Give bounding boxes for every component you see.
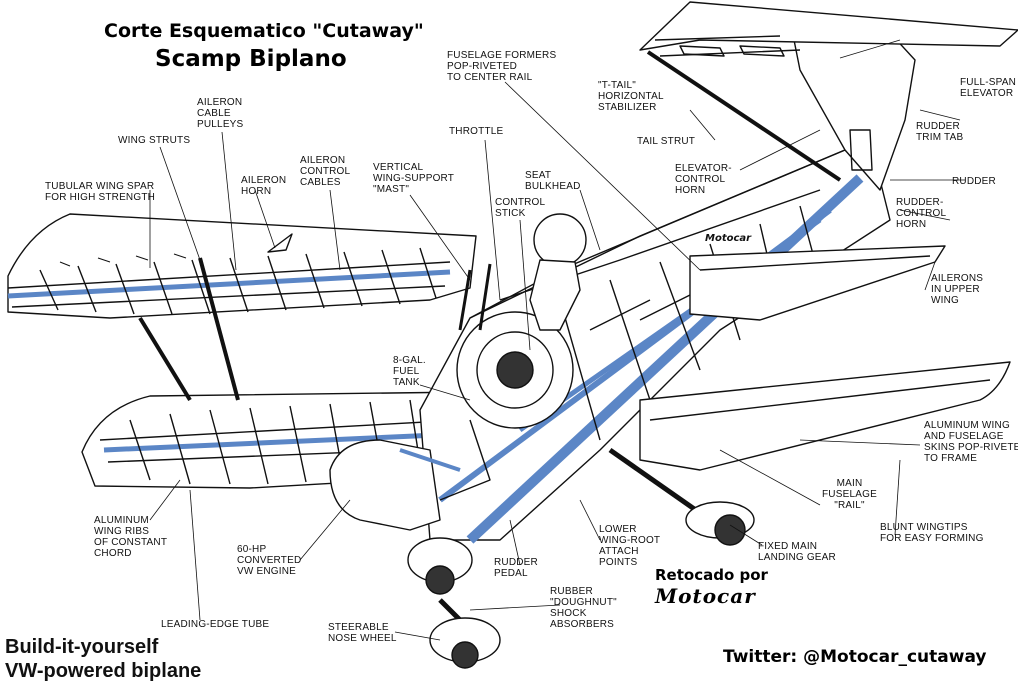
label-elevator-horn: ELEVATOR- CONTROL HORN — [675, 163, 732, 196]
label-nose-wheel: STEERABLE NOSE WHEEL — [328, 622, 397, 644]
label-aileron-control-cables: AILERON CONTROL CABLES — [300, 155, 351, 188]
label-shock-absorbers: RUBBER "DOUGHNUT" SHOCK ABSORBERS — [550, 586, 617, 630]
aileron-horn-drawing — [267, 233, 293, 253]
tail-assembly — [639, 1, 1018, 191]
label-landing-gear: FIXED MAIN LANDING GEAR — [758, 541, 836, 563]
engine-cowl — [329, 311, 574, 531]
label-wing-struts: WING STRUTS — [118, 135, 191, 146]
twitter-handle: Twitter: @Motocar_cutaway — [723, 647, 987, 667]
vertical-mast — [458, 263, 492, 331]
label-main-rail: MAIN FUSELAGE "RAIL" — [822, 478, 877, 511]
label-leading-edge-tube: LEADING-EDGE TUBE — [161, 619, 270, 630]
label-tubular-spar: TUBULAR WING SPAR FOR HIGH STRENGTH — [45, 181, 156, 203]
label-fuel-tank: 8-GAL. FUEL TANK — [393, 355, 426, 388]
label-aluminum-skins: ALUMINUM WING AND FUSELAGE SKINS POP-RIV… — [924, 420, 1018, 464]
wing-watermark: Motocar — [705, 233, 752, 244]
label-fuselage-formers: FUSELAGE FORMERS POP-RIVETED TO CENTER R… — [447, 50, 557, 83]
label-rudder: RUDDER — [952, 176, 996, 187]
retouched-credit: Retocado por — [655, 566, 768, 584]
upper-right-wing — [689, 245, 946, 321]
label-full-span-elevator: FULL-SPAN ELEVATOR — [960, 77, 1017, 99]
label-rudder-pedal: RUDDER PEDAL — [494, 557, 538, 579]
label-lower-wing-root: LOWER WING-ROOT ATTACH POINTS — [599, 524, 661, 568]
label-aileron-horn: AILERON HORN — [241, 175, 287, 197]
label-rudder-horn: RUDDER- CONTROL HORN — [896, 197, 947, 230]
title-line-1: Corte Esquematico "Cutaway" — [104, 20, 424, 42]
signature-logo: Motocar — [655, 584, 756, 608]
label-vw-engine: 60-HP CONVERTED VW ENGINE — [237, 544, 302, 577]
landing-gear — [407, 447, 755, 669]
label-tail-strut: TAIL STRUT — [637, 136, 696, 147]
label-rudder-trim-tab: RUDDER TRIM TAB — [916, 121, 964, 143]
lower-right-wing — [639, 361, 1011, 471]
upper-left-wing — [7, 213, 477, 319]
leader-lines — [149, 39, 965, 641]
tagline-line-1: Build-it-yourself — [5, 636, 159, 658]
label-ailerons-upper-wing: AILERONS IN UPPER WING — [931, 273, 984, 306]
label-throttle: THROTTLE — [449, 126, 504, 137]
tagline-line-2: VW-powered biplane — [5, 660, 202, 682]
label-seat-bulkhead: SEAT BULKHEAD — [525, 170, 581, 192]
label-control-stick: CONTROL STICK — [495, 197, 546, 219]
title-line-2: Scamp Biplano — [155, 46, 347, 72]
label-wing-ribs: ALUMINUM WING RIBS OF CONSTANT CHORD — [94, 515, 168, 559]
label-vertical-mast: VERTICAL WING-SUPPORT "MAST" — [373, 162, 455, 195]
fuselage — [419, 149, 891, 544]
label-t-tail: "T-TAIL" HORIZONTAL STABILIZER — [598, 80, 664, 113]
label-aileron-cable-pulleys: AILERON CABLE PULLEYS — [197, 97, 244, 130]
wing-struts — [138, 257, 240, 402]
pilot — [529, 213, 587, 331]
label-blunt-wingtips: BLUNT WINGTIPS FOR EASY FORMING — [880, 522, 984, 544]
